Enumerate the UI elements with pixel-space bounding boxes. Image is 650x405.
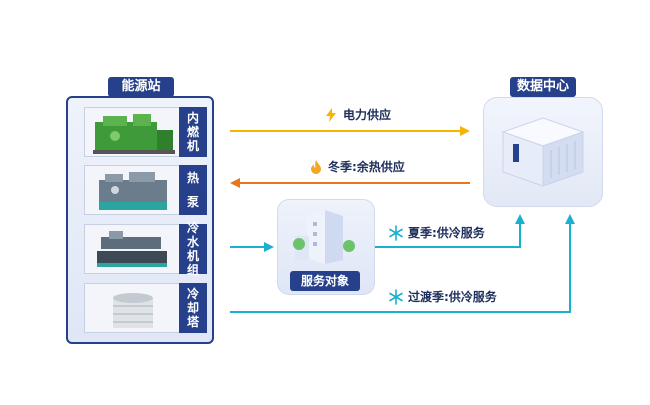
building-icon — [293, 210, 355, 264]
internal-combustion-engine-icon — [93, 114, 175, 154]
energy-station-title: 能源站 — [108, 77, 174, 97]
internal-combustion-engine-image — [84, 107, 180, 157]
water-chiller-icon — [97, 231, 167, 267]
heat-pump-icon — [99, 172, 167, 210]
winter-heat-label: 冬季:余热供应 — [308, 158, 405, 175]
flame-icon — [311, 159, 321, 174]
lightning-icon — [326, 107, 336, 122]
power-supply-label: 电力供应 — [323, 106, 391, 123]
transition-cooling-label: 过渡季:供冷服务 — [388, 288, 497, 305]
transition-cooling-arrow — [230, 222, 571, 313]
cooling-tower-icon — [113, 293, 153, 328]
snowflake-icon — [389, 224, 403, 241]
cooling-tower-image — [84, 283, 180, 333]
heat-pump-image — [84, 165, 180, 215]
equip-label-cooling-tower: 冷却塔 — [179, 283, 207, 333]
equip-label-heat-pump: 热泵 — [179, 165, 207, 215]
data-center-title: 数据中心 — [510, 77, 576, 97]
service-object-title: 服务对象 — [290, 271, 360, 291]
summer-cooling-arrow — [373, 222, 521, 248]
snowflake-icon — [389, 288, 403, 305]
water-chiller-image — [84, 224, 180, 274]
server-rack-icon — [501, 117, 585, 187]
summer-cooling-label: 夏季:供冷服务 — [388, 224, 485, 241]
equip-label-engine: 内燃机 — [179, 107, 207, 157]
equip-label-chiller: 冷水机组 — [179, 221, 207, 277]
